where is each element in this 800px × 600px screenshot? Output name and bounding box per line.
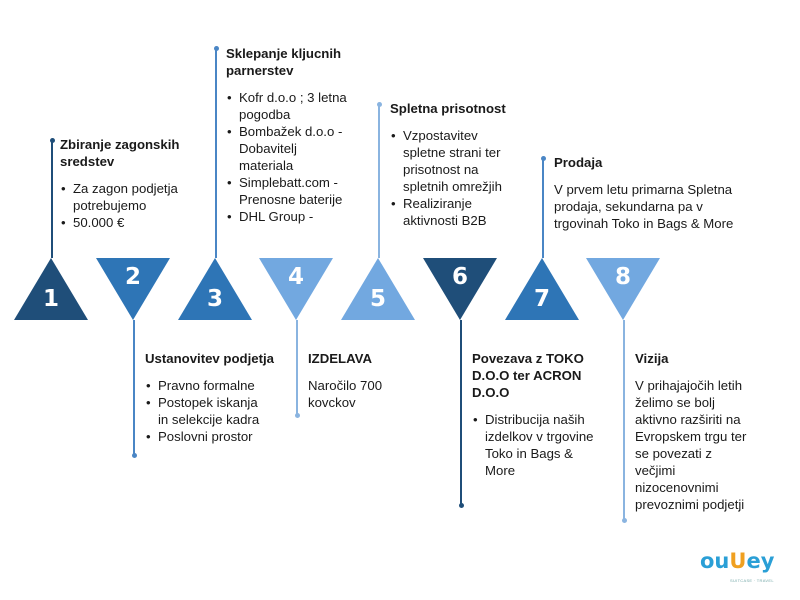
bullet-item: Simplebatt.com -Prenosne baterije xyxy=(226,174,347,208)
step-number-6: 6 xyxy=(451,264,468,290)
step-title: IZDELAVA xyxy=(308,351,372,366)
connector-dot-3 xyxy=(213,45,219,51)
logo-wordmark: ouUey xyxy=(700,549,775,573)
bullet-item: Poslovni prostor xyxy=(145,428,274,445)
triangle-shape-5 xyxy=(341,258,415,320)
step-triangle-8: 8 xyxy=(586,258,660,320)
triangle-fill-3 xyxy=(178,258,252,320)
step-triangle-6: 6 xyxy=(423,258,497,320)
connector-line-1 xyxy=(51,140,53,258)
step-bullet-list: Kofr d.o.o ; 3 letnapogodbaBombažek d.o.… xyxy=(226,89,347,225)
connector-line-8 xyxy=(623,320,625,520)
step-triangle-4: 4 xyxy=(259,258,333,320)
step-text-2: Ustanovitev podjetjaPravno formalnePosto… xyxy=(145,350,274,445)
connector-dot-6 xyxy=(458,502,464,508)
step-triangle-3: 3 xyxy=(178,258,252,320)
triangle-shape-2 xyxy=(96,258,170,320)
connector-dot-4 xyxy=(294,412,300,418)
connector-line-3 xyxy=(215,48,217,258)
triangle-fill-8 xyxy=(586,258,660,320)
step-triangle-1: 1 xyxy=(14,258,88,320)
connector-line-6 xyxy=(460,320,462,505)
step-title: Prodaja xyxy=(554,155,603,170)
triangle-shape-6 xyxy=(423,258,497,320)
step-text-5: Spletna prisotnostVzpostavitevspletne st… xyxy=(390,100,506,229)
step-number-7: 7 xyxy=(533,286,550,312)
triangle-shape-7 xyxy=(505,258,579,320)
triangle-shape-1 xyxy=(14,258,88,320)
connector-line-5 xyxy=(378,104,380,258)
connector-line-7 xyxy=(542,158,544,258)
bullet-item: DHL Group - xyxy=(226,208,347,225)
triangle-shape-3 xyxy=(178,258,252,320)
step-number-4: 4 xyxy=(287,264,304,290)
triangle-shape-8 xyxy=(586,258,660,320)
step-number-8: 8 xyxy=(614,264,631,290)
triangle-shape-4 xyxy=(259,258,333,320)
connector-line-2 xyxy=(133,320,135,455)
step-title: Ustanovitev podjetja xyxy=(145,351,274,366)
connector-dot-2 xyxy=(131,452,137,458)
triangle-fill-7 xyxy=(505,258,579,320)
triangle-fill-1 xyxy=(14,258,88,320)
step-number-3: 3 xyxy=(206,286,223,312)
triangle-fill-6 xyxy=(423,258,497,320)
company-logo: ouUey SUITCASE · TRAVEL xyxy=(700,549,780,589)
step-triangle-5: 5 xyxy=(341,258,415,320)
step-number-5: 5 xyxy=(369,286,386,312)
triangle-fill-2 xyxy=(96,258,170,320)
step-bullet-list: Za zagon podjetjapotrebujemo50.000 € xyxy=(60,180,179,231)
triangle-fill-5 xyxy=(341,258,415,320)
step-number-1: 1 xyxy=(42,286,59,312)
step-triangle-2: 2 xyxy=(96,258,170,320)
bullet-item: 50.000 € xyxy=(60,214,179,231)
step-number-2: 2 xyxy=(124,264,141,290)
connector-dot-8 xyxy=(621,517,627,523)
connector-dot-5 xyxy=(376,101,382,107)
connector-dot-7 xyxy=(540,155,546,161)
logo-tagline: SUITCASE · TRAVEL xyxy=(730,578,774,583)
triangle-fill-4 xyxy=(259,258,333,320)
step-text-3: Sklepanje kljucnihparnerstevKofr d.o.o ;… xyxy=(226,45,347,225)
bullet-item: Pravno formalne xyxy=(145,377,274,394)
connector-dot-1 xyxy=(49,137,55,143)
step-triangle-7: 7 xyxy=(505,258,579,320)
step-title: Vizija xyxy=(635,351,669,366)
step-title: Spletna prisotnost xyxy=(390,101,506,116)
connector-line-4 xyxy=(296,320,298,415)
